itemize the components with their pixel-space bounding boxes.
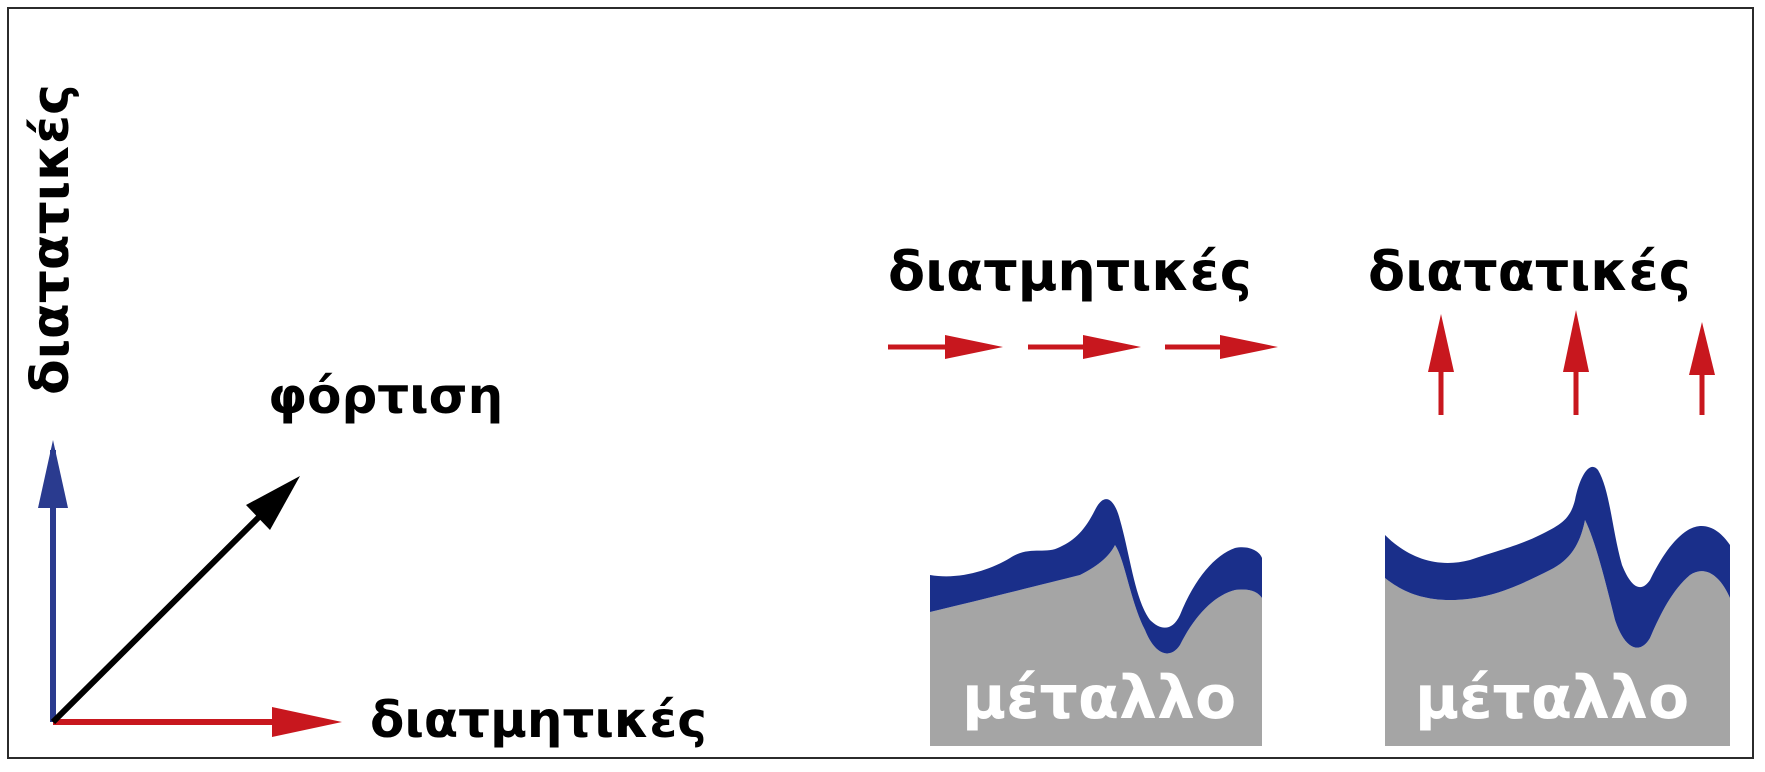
vertical-axis-label: διατατικές: [21, 84, 81, 395]
tensile-arrow-icon: [1428, 314, 1454, 415]
tensile-panel-title: διατατικές: [1368, 240, 1691, 303]
metal-label-left: μέταλλο: [962, 663, 1236, 733]
load-label: φόρτιση: [268, 367, 503, 425]
tensile-arrow-icon: [1689, 322, 1715, 415]
diagram-frame: [7, 7, 1754, 759]
shear-arrow-icon: [1028, 335, 1141, 359]
metal-substrate-left: [930, 545, 1262, 746]
shear-axis-arrow-icon: [53, 707, 342, 737]
shear-arrow-icon: [1165, 335, 1278, 359]
shear-panel-title: διατμητικές: [888, 240, 1252, 303]
tensile-panel: διατατικές μέταλλο: [1368, 240, 1730, 746]
shear-arrow-icon: [888, 335, 1003, 359]
load-arrow-icon: [50, 476, 300, 725]
metal-label-right: μέταλλο: [1415, 663, 1689, 733]
coating-layer-left: [930, 499, 1262, 654]
horizontal-axis-label: διατμητικές: [370, 691, 707, 749]
coordinate-sketch: διατατικές φόρτιση διατμητικές: [21, 84, 707, 749]
metal-substrate-right: [1385, 520, 1730, 746]
tensile-axis-arrow-icon: [38, 440, 68, 722]
shear-panel: διατμητικές μέταλλο: [888, 240, 1278, 746]
coating-layer-right: [1385, 466, 1730, 648]
tensile-arrow-icon: [1563, 310, 1589, 415]
